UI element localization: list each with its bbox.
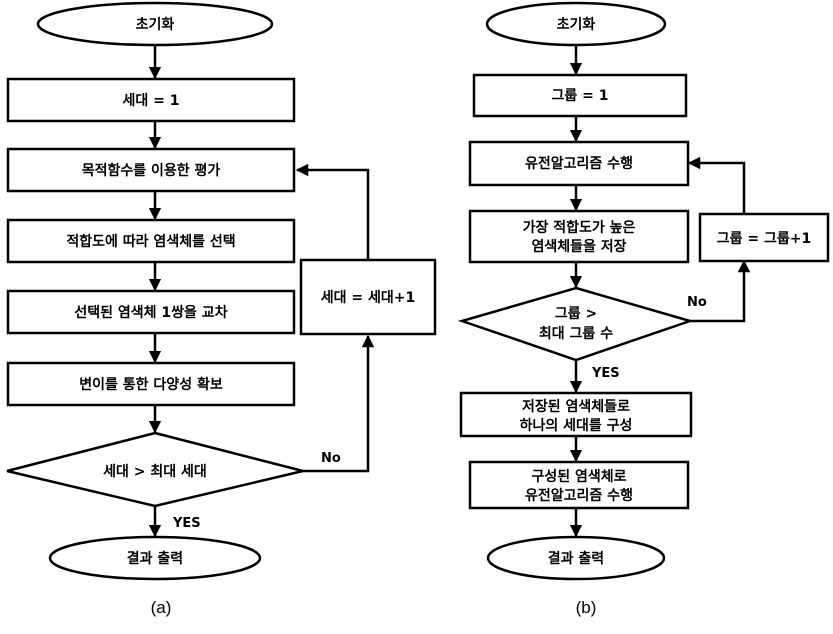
edge-a-increment-to-eval	[295, 163, 370, 260]
flowchart-a: 초기화 세대 = 1 목적함수를 이용한 평가 적합도에 따라 염색체를 선택 …	[6, 1, 437, 617]
b-group-init-box	[472, 73, 688, 118]
b-group-increment-label: 그룹 = 그룹+1	[717, 231, 811, 247]
a-mutate-label: 변이를 통한 다양성 확보	[79, 376, 223, 393]
a-start-label: 초기화	[136, 17, 175, 33]
b-start-terminator	[485, 1, 667, 47]
b-group-init-label: 그룹 = 1	[552, 88, 609, 104]
b-compose-box	[459, 391, 693, 438]
b-end-terminator	[486, 535, 666, 581]
b-decision-diamond	[457, 286, 695, 362]
b-run-composed-box	[468, 460, 690, 510]
edge-b-decision-no	[690, 259, 751, 323]
b-no-label: No	[687, 295, 707, 310]
a-decision-diamond	[6, 431, 304, 508]
b-run-ga-box	[468, 140, 690, 187]
a-select-label: 적합도에 따라 염색체를 선택	[66, 233, 235, 250]
a-select-box	[6, 218, 296, 264]
b-run-composed-label-line2: 유전알고리즘 수행	[525, 487, 633, 504]
a-no-label: No	[321, 451, 341, 466]
a-decision-label: 세대 > 최대 세대	[103, 464, 207, 480]
a-gen-increment-box	[299, 258, 437, 336]
a-start-terminator	[36, 1, 274, 47]
a-evaluate-box	[6, 147, 296, 193]
a-crossover-box	[6, 289, 296, 335]
edge-b-increment-to-ga	[687, 156, 746, 213]
b-decision-label-line2: 최대 그룹 수	[539, 326, 613, 342]
b-start-label: 초기화	[557, 17, 596, 33]
b-save-label-line1: 가장 적합도가 높은	[523, 219, 636, 236]
a-crossover-label: 선택된 염색체 1쌍을 교차	[74, 304, 227, 321]
a-gen-init-label: 세대 = 1	[123, 93, 180, 109]
b-end-label: 결과 출력	[548, 550, 604, 567]
b-compose-label-line1: 저장된 염색체들로	[522, 398, 630, 415]
edge-a-decision-no	[303, 334, 375, 473]
b-save-box	[468, 209, 690, 264]
b-group-increment-box	[698, 212, 830, 263]
a-end-label: 결과 출력	[127, 550, 183, 567]
a-gen-init-box	[6, 77, 296, 123]
a-yes-label: YES	[172, 516, 201, 531]
a-caption: (a)	[151, 598, 172, 617]
a-mutate-box	[6, 361, 296, 407]
a-evaluate-label: 목적함수를 이용한 평가	[82, 162, 221, 179]
b-compose-label-line2: 하나의 세대를 구성	[520, 417, 633, 434]
flowchart-b: 초기화 그룹 = 1 유전알고리즘 수행 가장 적합도가 높은 염색체들을 저장…	[457, 1, 830, 617]
b-caption: (b)	[576, 598, 597, 617]
a-end-terminator	[48, 535, 262, 581]
b-save-label-line2: 염색체들을 저장	[531, 238, 626, 255]
b-run-composed-label-line1: 구성된 염색체로	[531, 468, 626, 485]
a-gen-increment-label: 세대 = 세대+1	[321, 290, 415, 306]
b-decision-label-line1: 그룹 >	[555, 306, 597, 322]
b-yes-label: YES	[591, 366, 620, 381]
b-run-ga-label: 유전알고리즘 수행	[525, 155, 633, 172]
